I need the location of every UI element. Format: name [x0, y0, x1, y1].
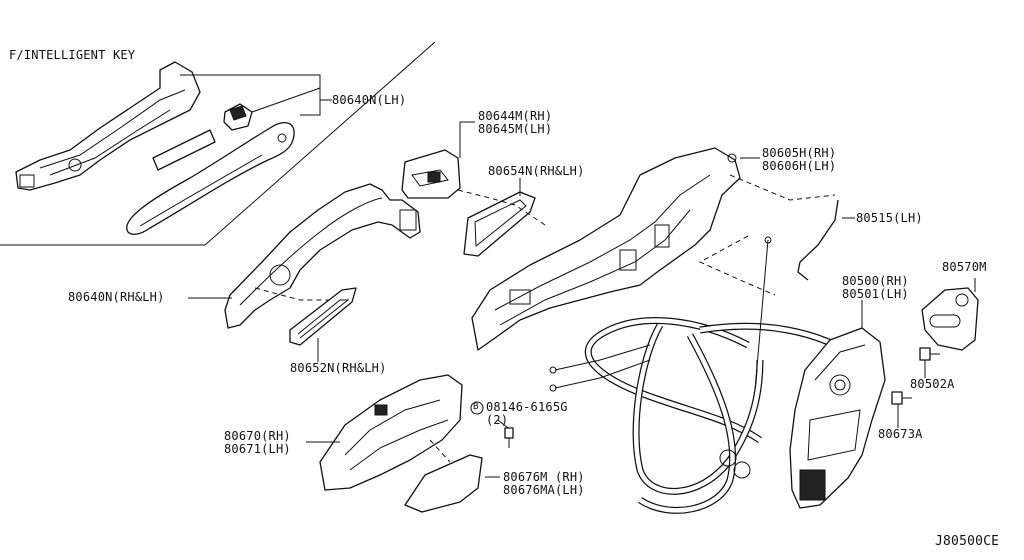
- label-80570m: 80570M: [942, 260, 987, 274]
- leader-bolt: [497, 419, 509, 429]
- label-80670: 80670(RH): [224, 429, 291, 443]
- label-80645m: 80645M(LH): [478, 122, 553, 136]
- label-80606h: 80606H(LH): [762, 159, 837, 173]
- screw-80502a: [919, 347, 940, 361]
- label-bolt-code: 08146-6165G: [486, 400, 568, 414]
- label-80671: 80671(LH): [224, 442, 291, 456]
- bolt-prefix: B: [473, 402, 479, 412]
- seal-strip: [152, 129, 216, 171]
- leader-80644m: [459, 121, 475, 158]
- cable-assembly: [549, 236, 863, 514]
- label-80673a: 80673A: [878, 427, 923, 441]
- intelligent-key-header: F/INTELLIGENT KEY: [9, 48, 136, 62]
- gasket-80652n: [289, 287, 357, 346]
- diagram-code: J80500CE: [935, 534, 1000, 549]
- label-80654n: 80654N(RH&LH): [488, 164, 585, 178]
- leader-80640n-lh: [180, 74, 332, 116]
- dash-frame-lock: [698, 235, 776, 296]
- upper-handle-bracket: [15, 61, 201, 191]
- key-cylinder: [223, 103, 253, 131]
- escutcheon-80644m: [401, 149, 461, 199]
- rod-80515: [797, 199, 855, 281]
- gasket-80654n: [463, 191, 536, 257]
- label-80500: 80500(RH): [842, 274, 909, 288]
- dash-handle-escutcheon: [429, 439, 451, 463]
- outer-handle-rh-lh: [224, 183, 421, 329]
- bolt-08146: [504, 427, 514, 448]
- upper-outer-handle: [126, 122, 295, 235]
- label-80502a: 80502A: [910, 377, 955, 391]
- striker-80570m: [921, 287, 979, 351]
- inside-handle-80670: [319, 374, 463, 491]
- dash-escutcheon-gasket: [457, 189, 546, 226]
- lock-actuator-80500: [789, 327, 886, 509]
- dash-handle-gasket: [254, 287, 330, 301]
- bolt-prefix-circle: [470, 401, 484, 415]
- label-80644m: 80644M(RH): [478, 109, 553, 123]
- label-80676ma: 80676MA(LH): [503, 483, 585, 497]
- label-80640n-rhlh: 80640N(RH&LH): [68, 290, 165, 304]
- label-80640n-lh: 80640N(LH): [332, 93, 407, 107]
- escutcheon-80676m: [404, 454, 483, 513]
- label-80605h: 80605H(RH): [762, 146, 837, 160]
- label-bolt-qty: (2): [486, 413, 509, 427]
- label-80501: 80501(LH): [842, 287, 909, 301]
- handle-frame-80605h: [471, 147, 741, 351]
- label-80652n: 80652N(RH&LH): [290, 361, 387, 375]
- dash-frame-rod: [729, 174, 836, 201]
- intelligent-key-boundary: [0, 41, 436, 246]
- label-80676m: 80676M (RH): [503, 470, 585, 484]
- screw-80673a: [891, 391, 912, 405]
- label-80515: 80515(LH): [856, 211, 923, 225]
